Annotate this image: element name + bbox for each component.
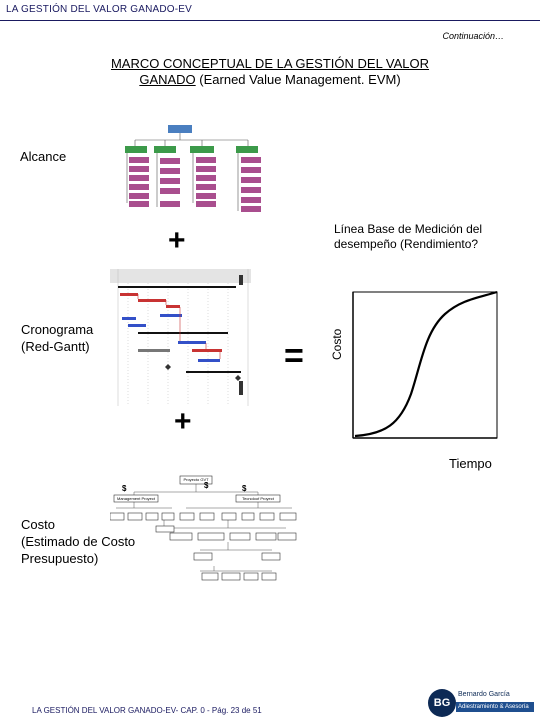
header-title: LA GESTIÓN DEL VALOR GANADO-EV bbox=[6, 4, 193, 15]
title-line-1: MARCO CONCEPTUAL DE LA GESTIÓN DEL VALOR bbox=[110, 56, 430, 71]
cost-label-line-3: Presupuesto) bbox=[21, 551, 99, 566]
gantt-marker-bottom bbox=[239, 381, 243, 395]
cost-breakdown-tree: Proyecto GVT Management Proyect Tecnoloo… bbox=[110, 470, 300, 585]
cbs-connectors bbox=[110, 475, 297, 581]
chart-frame bbox=[352, 291, 498, 439]
baseline-caption: Línea Base de Medición del desempeño (Re… bbox=[334, 222, 482, 252]
cbs-currency-left: $ bbox=[122, 484, 127, 493]
cbs-root-label: Proyecto GVT bbox=[183, 477, 209, 482]
schedule-label-line-1: Cronograma bbox=[21, 322, 94, 337]
wbs-connectors bbox=[126, 133, 249, 211]
cbs-nodes bbox=[110, 475, 297, 581]
cbs-node-management: Management Proyect bbox=[116, 496, 156, 501]
gantt-grid bbox=[117, 269, 249, 406]
cost-label: Costo (Estimado de Costo Presupuesto) bbox=[21, 516, 135, 567]
gantt-chart bbox=[108, 269, 253, 406]
cbs-node-tecnologia: Tecnoloof Proyect bbox=[242, 496, 274, 501]
continuation-note: Continuación… bbox=[442, 31, 504, 41]
scope-label: Alcance bbox=[20, 149, 67, 164]
title-line-2-rest: (Earned Value Management. EVM) bbox=[195, 72, 401, 87]
gantt-task-bars bbox=[120, 293, 222, 362]
page-title: MARCO CONCEPTUAL DE LA GESTIÓN DEL VALOR… bbox=[0, 56, 540, 88]
wbs-diagram bbox=[125, 125, 261, 212]
wbs-work-packages bbox=[129, 157, 261, 212]
cbs-currency-center: $ bbox=[204, 481, 209, 490]
title-line-2-underlined: GANADO bbox=[139, 72, 196, 87]
logo-tagline: Adiestramiento & Asesoría bbox=[456, 702, 534, 712]
wbs-level1-nodes bbox=[125, 146, 258, 153]
gantt-header-row bbox=[110, 269, 251, 283]
baseline-caption-line-2: desempeño (Rendimiento? bbox=[334, 237, 479, 251]
plus-sign-1: + bbox=[168, 224, 186, 257]
equals-sign: = bbox=[284, 337, 304, 375]
gantt-dependency-arrows bbox=[137, 294, 221, 359]
footer-page-info: LA GESTIÓN DEL VALOR GANADO-EV- CAP. 0 -… bbox=[32, 706, 262, 715]
plus-sign-2: + bbox=[174, 405, 192, 438]
x-axis-label: Tiempo bbox=[449, 456, 492, 471]
y-axis-label: Costo bbox=[330, 328, 344, 360]
gantt-milestones bbox=[165, 364, 241, 381]
gantt-summary-bars bbox=[118, 286, 241, 373]
brand-logo: BG Bernardo García Adiestramiento & Ases… bbox=[428, 688, 536, 718]
s-curve-line bbox=[354, 290, 498, 438]
baseline-caption-line-1: Línea Base de Medición del bbox=[334, 222, 483, 236]
cost-label-line-2: (Estimado de Costo bbox=[21, 534, 136, 549]
cbs-currency-right: $ bbox=[242, 484, 247, 493]
logo-emblem: BG bbox=[428, 689, 456, 717]
schedule-label: Cronograma (Red-Gantt) bbox=[21, 321, 93, 355]
header-divider bbox=[0, 20, 540, 21]
schedule-label-line-2: (Red-Gantt) bbox=[21, 339, 90, 354]
s-curve-chart bbox=[352, 290, 498, 439]
logo-name: Bernardo García bbox=[458, 691, 510, 698]
wbs-root-node bbox=[168, 125, 192, 133]
cost-label-line-1: Costo bbox=[21, 517, 55, 532]
gantt-marker-top bbox=[239, 275, 243, 285]
